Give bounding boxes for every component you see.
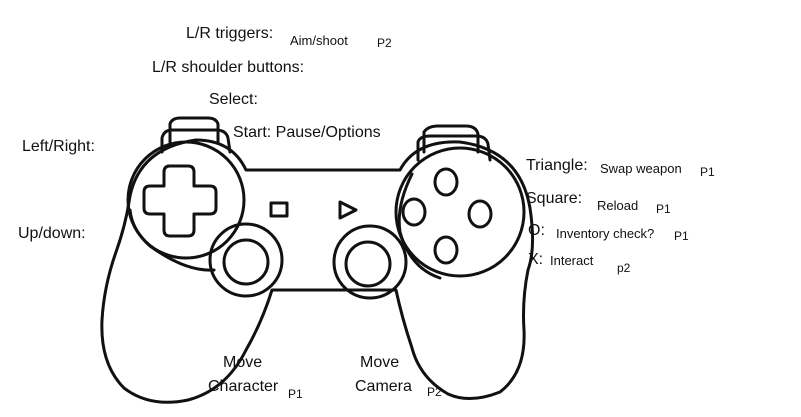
circle-player-tag: P1 (674, 229, 689, 243)
x-player-tag: p2 (617, 261, 631, 275)
right-trigger (422, 124, 480, 154)
triggers-player-tag: P2 (377, 36, 392, 50)
left-shoulder-button (160, 128, 232, 154)
start-label: Start: Pause/Options (233, 124, 381, 141)
move-character-line1: Move (223, 354, 263, 371)
select-label: Select: (209, 91, 258, 108)
triggers-label: L/R triggers: (186, 25, 274, 42)
controller-body (100, 138, 535, 404)
move-character-player-tag: P1 (288, 387, 303, 401)
square-label: Square: (526, 190, 583, 207)
select-button-icon (269, 201, 289, 218)
left-stick-base (208, 222, 284, 298)
move-character-line2: Character (208, 378, 279, 395)
right-stick-icon (344, 240, 392, 288)
move-camera-player-tag: P2 (427, 385, 442, 399)
left-stick-icon (222, 238, 270, 286)
square-player-tag: P1 (656, 202, 671, 216)
circle-action: Inventory check? (556, 226, 655, 241)
dpad-cross-icon (142, 164, 218, 238)
dpad-housing (126, 140, 246, 260)
face-buttons-housing (394, 146, 526, 278)
right-stick-base (332, 224, 408, 300)
start-button-icon (338, 200, 358, 220)
triangle-button-icon (433, 167, 459, 197)
square-action: Reload (597, 198, 639, 213)
right-shoulder-button (416, 134, 492, 162)
shoulder-label: L/R shoulder buttons: (152, 59, 305, 76)
left-trigger (168, 116, 220, 144)
triggers-action: Aim/shoot (290, 33, 348, 48)
circle-label: O: (528, 222, 545, 239)
move-camera-line2: Camera (355, 378, 412, 395)
x-action: Interact (550, 253, 594, 268)
up-down-label: Up/down: (18, 225, 86, 242)
circle-button-icon (467, 199, 493, 229)
triangle-action: Swap weapon (600, 161, 682, 176)
x-button-icon (433, 235, 459, 265)
x-label: X: (528, 251, 544, 268)
triangle-label: Triangle: (526, 157, 588, 174)
left-right-label: Left/Right: (22, 138, 95, 155)
move-camera-line1: Move (360, 354, 400, 371)
triangle-player-tag: P1 (700, 165, 715, 179)
square-button-icon (401, 197, 427, 227)
